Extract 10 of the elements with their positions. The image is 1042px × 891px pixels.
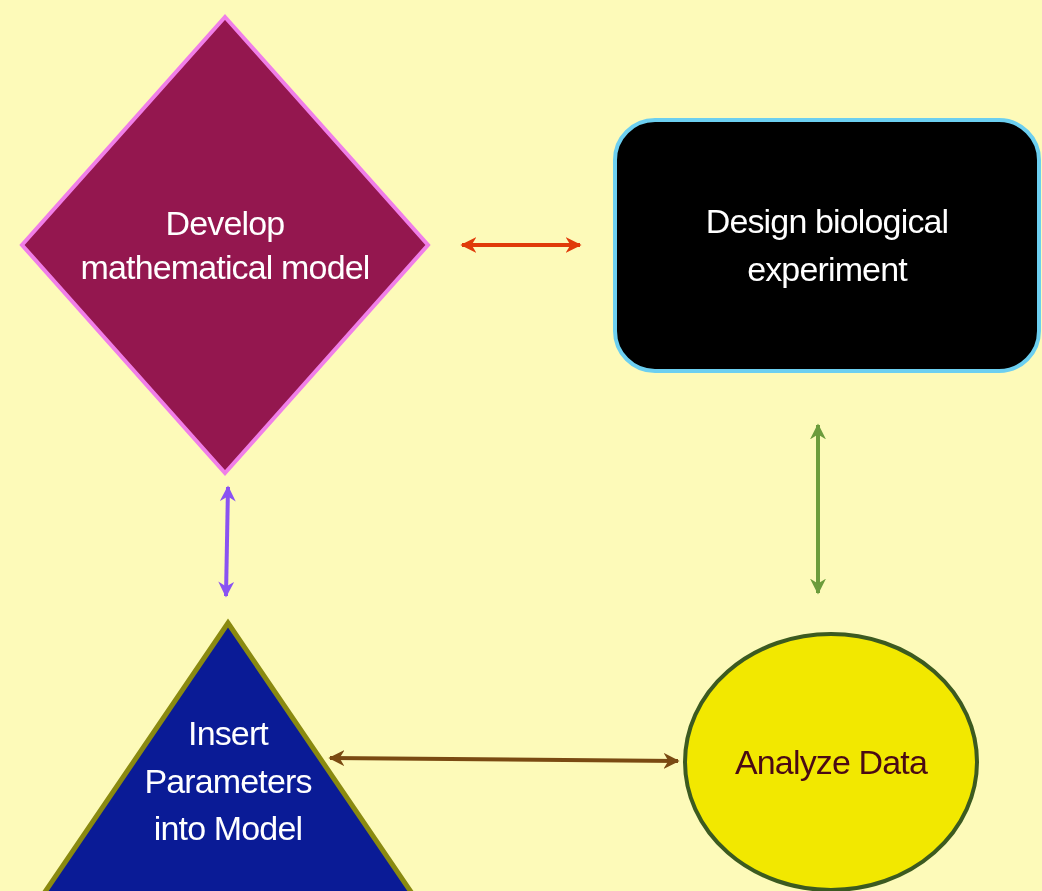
node-label: Insert Parameters into Model bbox=[143, 713, 313, 850]
double-arrow bbox=[328, 750, 680, 769]
double-arrow bbox=[218, 485, 236, 598]
double-arrow bbox=[460, 237, 582, 253]
decision-diamond bbox=[20, 15, 430, 475]
rounded-box bbox=[613, 118, 1041, 373]
node-label: Analyze Data bbox=[735, 741, 927, 783]
node-label: Develop mathematical model bbox=[79, 202, 371, 288]
node-label: Design biological experiment bbox=[704, 200, 950, 290]
double-arrow bbox=[810, 423, 826, 595]
